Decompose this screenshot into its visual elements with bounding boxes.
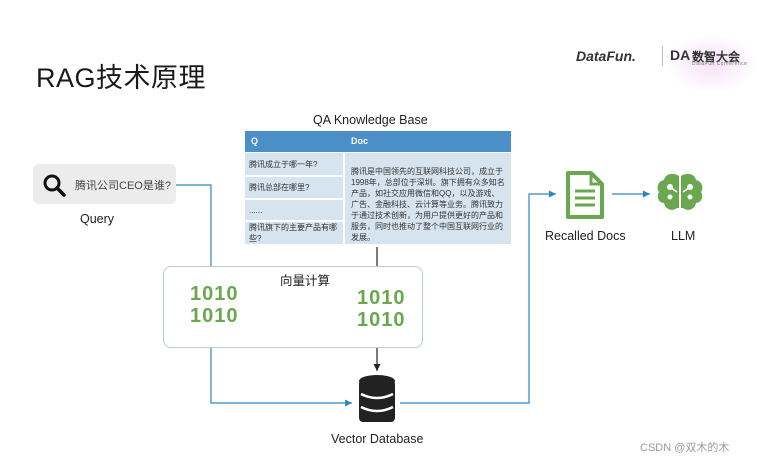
bits-line: 1010 (190, 283, 239, 305)
vector-compute-box (163, 266, 423, 348)
kb-question: 腾讯旗下的主要产品有哪些? (245, 222, 343, 244)
kb-header-row: Q Doc (245, 131, 511, 152)
slide-title: RAG技术原理 (36, 63, 207, 93)
llm-label: LLM (671, 229, 696, 243)
document-icon (566, 171, 604, 219)
arrow-vector-to-database (210, 346, 352, 407)
vector-compute-label: 向量计算 (280, 274, 331, 288)
watermark: CSDN @双木的木 (640, 442, 730, 454)
kb-table: Q Doc 腾讯成立于哪一年? 腾讯总部在哪里? ...... 腾讯旗下的主要产… (245, 131, 511, 244)
kb-doc-cell: 腾讯是中国领先的互联网科技公司，成立于1998年，总部位于深圳。旗下拥有众多知名… (345, 153, 511, 244)
doc-vector-bits: 1010 1010 (357, 287, 406, 331)
recalled-docs-label: Recalled Docs (545, 229, 626, 243)
vector-database-label: Vector Database (331, 432, 424, 446)
kb-title: QA Knowledge Base (313, 113, 428, 127)
kb-header-q: Q (251, 136, 259, 146)
kb-header-doc: Doc (351, 136, 369, 146)
kb-question: 腾讯成立于哪一年? (245, 153, 343, 175)
logo-divider (662, 46, 663, 66)
bits-line: 1010 (357, 309, 406, 331)
kb-question: 腾讯总部在哪里? (245, 177, 343, 198)
query-box: 腾讯公司CEO是谁? (33, 164, 176, 204)
conference-logo-subtitle: DataFun Conference (692, 61, 748, 67)
query-text: 腾讯公司CEO是谁? (75, 180, 171, 192)
bits-line: 1010 (357, 287, 406, 309)
conference-logo-mark: DA (670, 47, 691, 63)
search-icon (43, 174, 66, 197)
conference-logo-name: 数智大会 (692, 50, 741, 64)
brain-icon (657, 173, 703, 210)
query-vector-bits: 1010 1010 (190, 283, 239, 327)
datafun-logo: DataFun. (576, 48, 636, 64)
logo-glow (666, 34, 758, 94)
database-icon (359, 375, 395, 422)
conference-logo: DA 数智大会 DataFun Conference (670, 46, 748, 68)
arrow-database-to-docs (400, 190, 556, 404)
kb-question: ...... (245, 200, 343, 220)
header-logos: DataFun. DA 数智大会 DataFun Conference (576, 46, 748, 68)
bits-line: 1010 (190, 305, 239, 327)
query-label: Query (80, 212, 115, 226)
arrow-query-to-vector (176, 184, 215, 276)
